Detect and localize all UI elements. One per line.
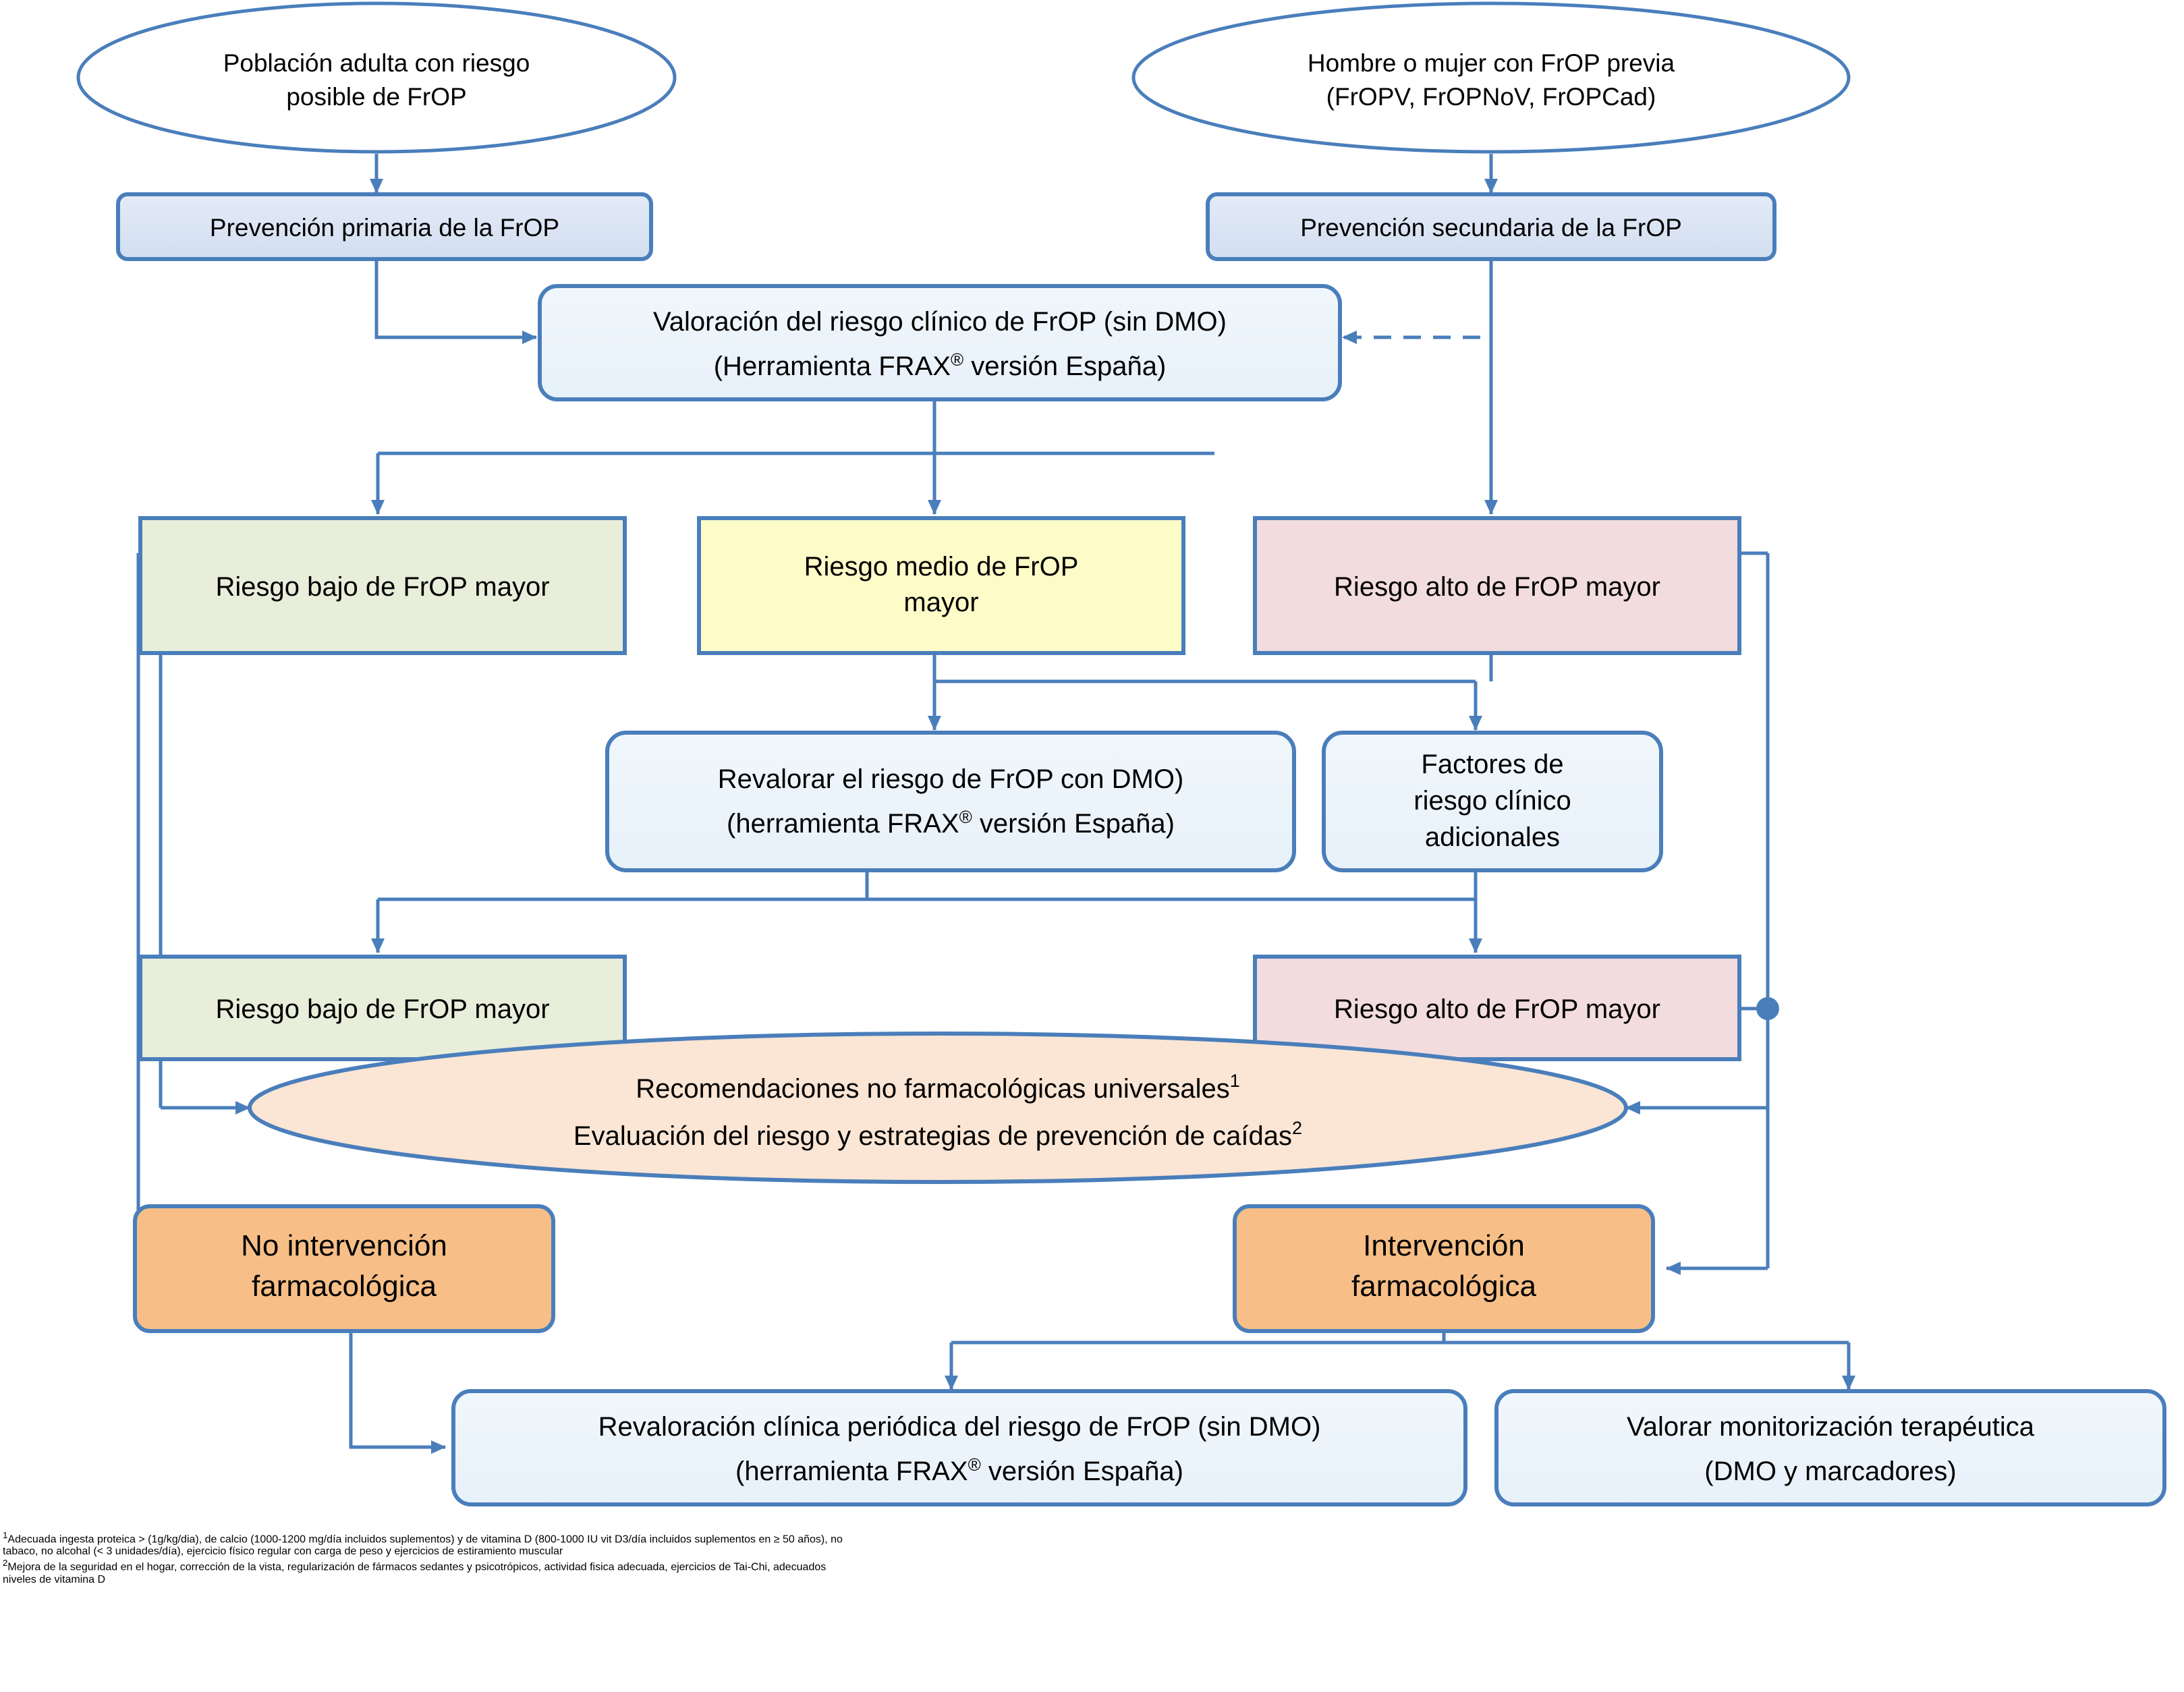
prevention-secondary-label: Prevención secundaria de la FrOP xyxy=(1300,214,1682,242)
pharma-line2: farmacológica xyxy=(1351,1270,1536,1303)
footnote-1-line-2: tabaco, no alcohal (< 3 unidades/día), e… xyxy=(3,1546,563,1558)
extra-factors-line1: Factores de xyxy=(1421,750,1563,779)
footnote-2-line-1: 2Mejora de la seguridad en el hogar, cor… xyxy=(3,1558,2182,1573)
risk-medium-1-line1: Riesgo medio de FrOP xyxy=(804,552,1079,582)
edge-primary-to-frax xyxy=(374,259,537,344)
reassess-dmo-line2: (herramienta FRAX® versión España) xyxy=(727,807,1175,839)
edge-secondary-to-frax-dashed xyxy=(1342,259,1493,344)
junction-dot-right xyxy=(1756,997,1779,1020)
footnote-1-text-1: Adecuada ingesta proteica > (1g/kg/dia),… xyxy=(7,1533,843,1546)
periodic-review-line2: (herramienta FRAX® versión España) xyxy=(735,1455,1183,1486)
node-no-pharma: No intervención farmacológica xyxy=(133,1204,555,1333)
node-risk-low-1: Riesgo bajo de FrOP mayor xyxy=(138,516,627,655)
risk-high-1-label: Riesgo alto de FrOP mayor xyxy=(1334,572,1660,602)
pharma-line1: Intervención xyxy=(1363,1229,1525,1262)
reassess-dmo-line1: Revalorar el riesgo de FrOP con DMO) xyxy=(718,764,1184,794)
start-right-line2: (FrOPV, FrOPNoV, FrOPCad) xyxy=(1326,83,1656,111)
recommendations-line1: Recomendaciones no farmacológicas univer… xyxy=(636,1071,1240,1104)
risk-low-2-label: Riesgo bajo de FrOP mayor xyxy=(215,994,549,1024)
edge-nopharma-to-review xyxy=(349,1307,446,1454)
risk-low-1-label: Riesgo bajo de FrOP mayor xyxy=(215,572,549,602)
therapeutic-monitor-line1: Valorar monitorización terapéutica xyxy=(1627,1412,2035,1442)
node-extra-factors: Factores de riesgo clínico adicionales xyxy=(1322,731,1663,872)
therapeutic-monitor-line2: (DMO y marcadores) xyxy=(1704,1457,1956,1486)
frax-clinical-line2: (Herramienta FRAX® versión España) xyxy=(714,349,1167,381)
node-risk-medium-1: Riesgo medio de FrOP mayor xyxy=(697,516,1185,655)
node-start-right: Hombre o mujer con FrOP previa (FrOPV, F… xyxy=(1131,1,1851,154)
start-right-line1: Hombre o mujer con FrOP previa xyxy=(1308,49,1675,77)
node-pharma: Intervención farmacológica xyxy=(1233,1204,1655,1333)
footnote-1-line-1: 1Adecuada ingesta proteica > (1g/kg/dia)… xyxy=(3,1530,2182,1546)
node-risk-high-2: Riesgo alto de FrOP mayor xyxy=(1253,955,1741,1061)
periodic-review-line1: Revaloración clínica periódica del riesg… xyxy=(598,1412,1321,1442)
node-risk-low-2: Riesgo bajo de FrOP mayor xyxy=(138,955,627,1061)
node-periodic-review: Revaloración clínica periódica del riesg… xyxy=(451,1389,1467,1506)
recommendations-line2: Evaluación del riesgo y estrategias de p… xyxy=(573,1118,1302,1151)
footnote-2-line-2: niveles de vitamina D xyxy=(3,1573,106,1585)
node-start-left: Población adulta con riesgo posible de F… xyxy=(76,1,677,154)
node-frax-clinical: Valoración del riesgo clínico de FrOP (s… xyxy=(538,284,1342,401)
no-pharma-line1: No intervención xyxy=(241,1229,447,1262)
node-prevention-secondary: Prevención secundaria de la FrOP xyxy=(1206,192,1776,261)
node-reassess-dmo: Revalorar el riesgo de FrOP con DMO) (he… xyxy=(605,731,1296,872)
footnotes-block: 1Adecuada ingesta proteica > (1g/kg/dia)… xyxy=(3,1530,2182,1586)
start-left-line1: Población adulta con riesgo xyxy=(223,49,530,77)
extra-factors-line3: adicionales xyxy=(1425,822,1560,852)
node-risk-high-1: Riesgo alto de FrOP mayor xyxy=(1253,516,1741,655)
frax-clinical-line1: Valoración del riesgo clínico de FrOP (s… xyxy=(653,307,1227,337)
node-therapeutic-monitor: Valorar monitorización terapéutica (DMO … xyxy=(1494,1389,2166,1506)
footnote-2-marker: 2 xyxy=(3,1558,8,1569)
prevention-primary-label: Prevención primaria de la FrOP xyxy=(210,214,559,242)
node-recommendations: Recomendaciones no farmacológicas univer… xyxy=(248,1032,1628,1184)
start-left-line2: posible de FrOP xyxy=(286,83,466,111)
node-prevention-primary: Prevención primaria de la FrOP xyxy=(116,192,653,261)
risk-high-2-label: Riesgo alto de FrOP mayor xyxy=(1334,994,1660,1024)
extra-factors-line2: riesgo clínico xyxy=(1413,786,1571,816)
footnote-1-marker: 1 xyxy=(3,1530,8,1540)
risk-medium-1-line2: mayor xyxy=(903,588,978,617)
no-pharma-line2: farmacológica xyxy=(252,1270,437,1303)
footnote-2-text-1: Mejora de la seguridad en el hogar, corr… xyxy=(7,1561,827,1573)
